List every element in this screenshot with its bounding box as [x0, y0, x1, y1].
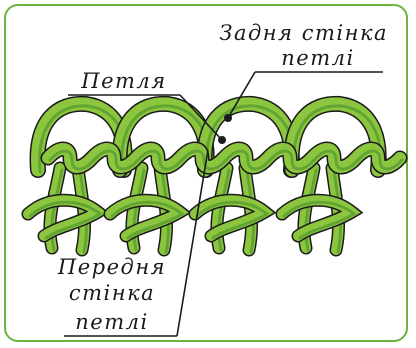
knitted-fabric-illustration — [21, 95, 408, 257]
callout-lines — [64, 71, 383, 337]
front-wall-label-line3: петлі — [75, 310, 148, 334]
loop-marker — [218, 136, 226, 144]
upper-loop-3 — [285, 97, 386, 177]
front-wall-label-line1: Передня — [57, 255, 166, 279]
front-wall-leader — [176, 149, 209, 337]
loop-leg-left-3 — [298, 163, 319, 253]
loop-label: Петля — [80, 69, 166, 93]
loop-leg-left-2 — [211, 163, 232, 253]
back-wall-label-line2: петлі — [281, 46, 354, 70]
back-wall-label-line1: Задня стінка — [219, 21, 388, 45]
loop-leader — [179, 94, 223, 141]
loop-leg-left-0 — [44, 163, 65, 253]
front-wall-label-line2: стінка — [69, 281, 155, 305]
loop-leg-left-1 — [126, 163, 147, 253]
back-wall-marker — [224, 114, 232, 122]
back-wall-leader — [227, 71, 256, 119]
